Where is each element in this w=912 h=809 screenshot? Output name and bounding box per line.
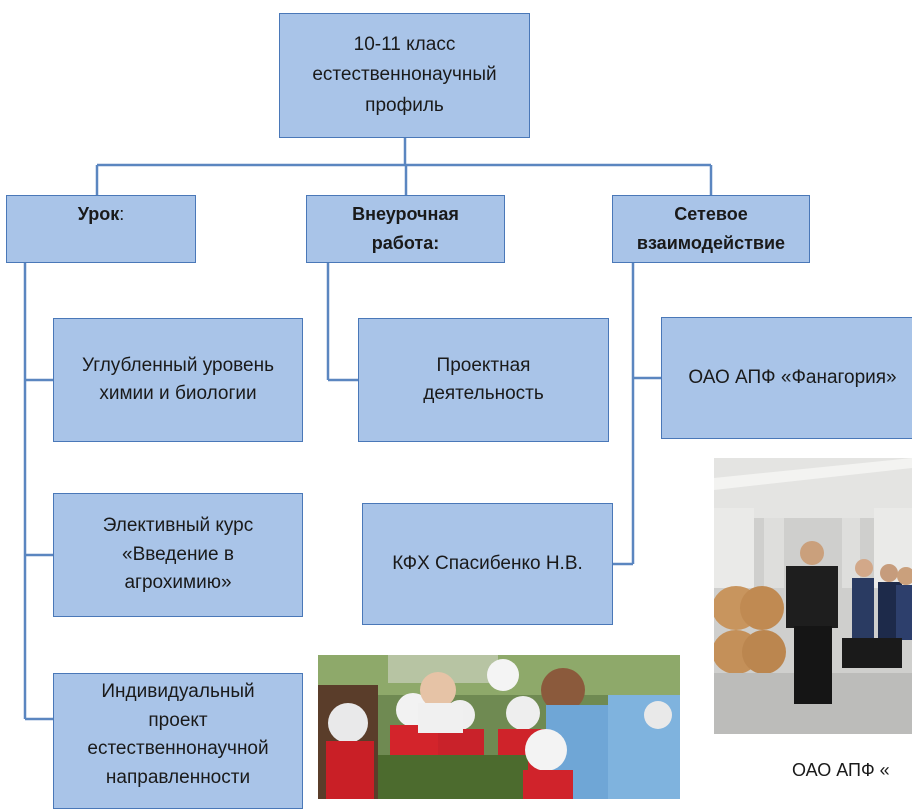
item-farm-line-1: КФХ Спасибенко Н.В. <box>392 552 583 574</box>
item-project-activity: Проектная деятельность <box>358 318 609 442</box>
item-elective-line-1: Элективный курс <box>102 515 254 537</box>
photo-winery-excursion-image <box>714 458 912 734</box>
item-in-depth-line-2: химии и биологии <box>99 383 257 404</box>
item-individual-line-1: Индивидуальный <box>101 681 255 702</box>
category-lesson: Урок: <box>6 195 196 263</box>
item-individual-line-3: естественнонаучной <box>87 738 269 759</box>
category-extracurricular-line-2: работа: <box>371 232 440 253</box>
photo-children-planting-image <box>318 655 680 799</box>
item-farm: КФХ Спасибенко Н.В. <box>362 503 613 625</box>
photo-children-planting <box>318 655 680 799</box>
item-elective-line-3: агрохимию» <box>124 572 232 594</box>
item-individual-line-2: проект <box>148 709 208 731</box>
category-lesson-suffix: : <box>119 204 125 224</box>
item-in-depth-line-1: Углубленный уровень <box>81 354 274 376</box>
root-node: 10-11 класс естественнонаучный профиль <box>279 13 530 138</box>
item-in-depth: Углубленный уровень химии и биологии <box>53 318 303 442</box>
item-individual-project: Индивидуальный проект естественнонаучной… <box>53 673 303 809</box>
root-line-1: 10-11 класс <box>353 33 456 55</box>
category-network-line-1: Сетевое <box>674 204 748 224</box>
item-project-line-1: Проектная <box>436 354 531 376</box>
category-extracurricular-line-1: Внеурочная <box>352 204 459 224</box>
root-line-3: профиль <box>365 94 444 116</box>
item-elective-line-2: «Введение в <box>122 543 234 565</box>
category-lesson-label: Урок: <box>78 200 125 229</box>
category-network: Сетевое взаимодействие <box>612 195 810 263</box>
photo-winery-excursion <box>714 458 912 734</box>
item-project-line-2: деятельность <box>423 383 544 404</box>
item-fanagoria-line-1: ОАО АПФ «Фанагория» <box>688 366 897 388</box>
category-extracurricular: Внеурочная работа: <box>306 195 505 263</box>
item-elective: Элективный курс «Введение в агрохимию» <box>53 493 303 617</box>
category-network-line-2: взаимодействие <box>636 232 786 253</box>
root-line-2: естественнонаучный <box>312 64 497 86</box>
item-fanagoria: ОАО АПФ «Фанагория» <box>661 317 912 439</box>
category-lesson-bold: Урок <box>77 204 120 224</box>
photo-caption: ОАО АПФ « <box>792 760 890 780</box>
item-individual-line-4: направленности <box>105 766 251 788</box>
